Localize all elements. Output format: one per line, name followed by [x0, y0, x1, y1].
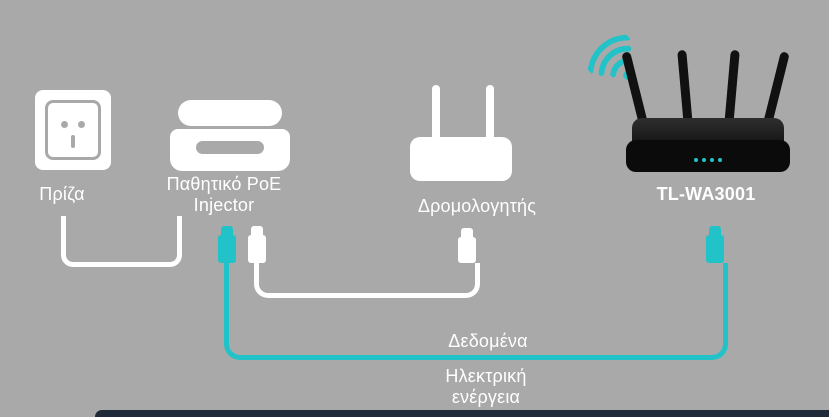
power-outlet-illustration [35, 90, 111, 170]
injector-lid [178, 100, 282, 126]
ap-antenna-3 [724, 49, 740, 129]
injector-lan-plug [248, 235, 266, 263]
ap-led-1 [694, 158, 698, 162]
injector-label: Παθητικό PoE Injector [144, 174, 304, 216]
data-cable-label: Δεδομένα [448, 331, 528, 351]
outlet-ground-slot [71, 135, 75, 148]
injector-slot [196, 141, 264, 154]
outlet-socket-face [45, 100, 101, 160]
poe-plug [218, 235, 236, 263]
ap-poe-plug-tip [709, 226, 721, 236]
injector-lan-plug-tip [251, 226, 263, 236]
power-cable-label: Ηλεκτρική ενέργεια [406, 366, 566, 408]
injector-label-line1: Παθητικό PoE [166, 174, 282, 194]
outlet-pin-hole-left [61, 121, 68, 128]
power-cable-label-line1: Ηλεκτρική [445, 366, 527, 386]
outlet-pin-hole-right [78, 121, 85, 128]
ap-poe-plug [706, 235, 724, 263]
router-body [410, 137, 512, 181]
lan-cable [254, 263, 480, 298]
wifi-icon [579, 25, 652, 98]
injector-label-line2: Injector [193, 195, 255, 215]
access-point-label: TL-WA3001 [656, 184, 756, 204]
router-label: Δρομολογητής [417, 196, 537, 216]
outlet-label: Πρίζα [39, 184, 85, 204]
next-section-edge [95, 410, 829, 417]
router-antenna-right [486, 85, 494, 141]
ap-led-3 [710, 158, 714, 162]
power-cable-label-line2: ενέργεια [451, 387, 521, 407]
ap-antenna-2 [677, 49, 693, 129]
poe-cable [224, 263, 728, 360]
router-illustration [410, 85, 512, 181]
router-antenna-left [432, 85, 440, 141]
router-lan-plug-tip [461, 228, 473, 238]
ap-led-4 [718, 158, 722, 162]
access-point-illustration [587, 34, 800, 181]
ap-led-2 [702, 158, 706, 162]
poe-plug-tip [221, 226, 233, 236]
power-cable [61, 216, 182, 267]
poe-injector-illustration [170, 100, 290, 171]
ap-body-front [626, 140, 790, 172]
router-lan-plug [458, 237, 476, 263]
